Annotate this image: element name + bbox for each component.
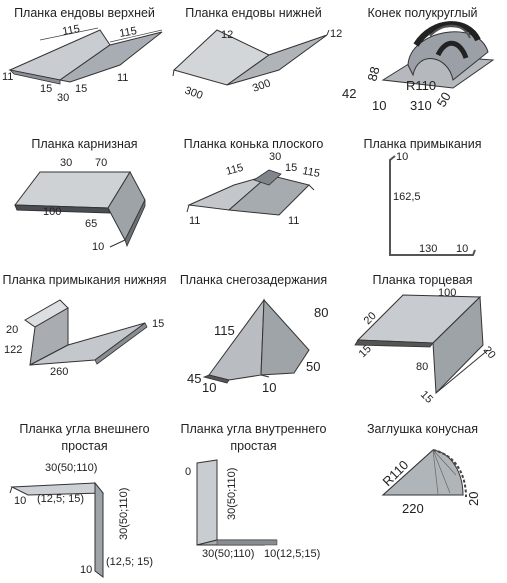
dim-label: 300 xyxy=(183,85,204,103)
panel-title: Планка ендовы нижней xyxy=(185,6,322,20)
dim-label: 30 xyxy=(57,92,69,104)
dim-label: 11 xyxy=(117,72,128,84)
dim-label: 12 xyxy=(221,29,233,41)
panel-title: Планка конька плоского xyxy=(183,137,324,151)
snow-guard-drawing: 115 80 45 10 10 50 xyxy=(187,298,328,395)
dim-label: 10 xyxy=(202,380,216,395)
panel-eave: Планка карнизная 30 70 100 65 10 xyxy=(0,130,169,265)
panel-abutment-lower: Планка примыкания нижняя 20 122 15 260 xyxy=(0,265,169,405)
panel-abutment: Планка примыкания 10 162,5 130 10 xyxy=(338,130,507,265)
panel-title: Планка ендовы верхней xyxy=(14,6,155,20)
panel-valley-lower: Планка ендовы нижней 12 12 300 300 xyxy=(169,0,342,130)
dim-label: 20 xyxy=(466,492,481,506)
dim-label: 15 xyxy=(418,389,435,406)
dim-label: (12,5; 15) xyxy=(37,493,84,505)
panel-title: Конек полукруглый xyxy=(367,6,478,20)
dim-label: 45 xyxy=(187,371,201,386)
dim-label: 115 xyxy=(301,165,320,180)
panel-title: Планка карнизная xyxy=(31,137,138,151)
valley-lower-drawing: 12 12 300 300 xyxy=(172,28,342,103)
panel-title-line-2: простая xyxy=(230,439,277,453)
inner-corner-drawing: 0 30(50;110) 30(50;110) 10(12,5;15) xyxy=(185,459,320,560)
dim-label: 12 xyxy=(330,28,342,40)
panel-outer-corner: Планка угла внешнего простая 30(50;110) … xyxy=(0,405,169,583)
dim-label: 130 xyxy=(419,243,437,255)
panel-title: Заглушка конусная xyxy=(367,422,478,436)
dim-label: 260 xyxy=(50,366,68,378)
dim-label: 30 xyxy=(269,151,281,163)
abutment-lower-drawing: 20 122 15 260 xyxy=(4,299,164,378)
dim-label: 10 xyxy=(396,151,408,163)
dim-label: 10 xyxy=(14,495,26,507)
dim-label: 300 xyxy=(251,77,272,95)
dim-label: 162,5 xyxy=(393,191,421,203)
dim-label: 30(50;110) xyxy=(118,488,130,540)
dim-label: 15 xyxy=(285,162,297,174)
dim-label: 10 xyxy=(456,243,468,255)
dim-label: 15 xyxy=(152,318,164,330)
gable-drawing: 100 20 15 80 20 15 xyxy=(354,287,498,406)
dim-label: 11 xyxy=(2,71,13,83)
panel-title: Планка примыкания xyxy=(363,137,482,151)
dim-label: 115 xyxy=(225,162,245,178)
panel-title: Планка примыкания нижняя xyxy=(2,273,167,287)
panel-cone-cap: Заглушка конусная R110 20 220 xyxy=(338,405,507,583)
ridge-round-drawing: 88 42 R110 10 310 50 xyxy=(342,21,495,113)
dim-label: 30(50;110) xyxy=(45,462,97,474)
dim-label: 15 xyxy=(40,83,52,95)
ridge-flat-drawing: 30 115 15 115 11 11 xyxy=(186,151,321,227)
dim-label: 100 xyxy=(438,287,456,299)
panel-title-line-1: Планка угла внешнего xyxy=(19,422,150,436)
dim-label: (12,5; 15) xyxy=(106,556,153,568)
dim-label: 50 xyxy=(434,89,454,109)
dim-label: 70 xyxy=(95,157,107,169)
panel-title: Планка снегозадержания xyxy=(179,273,328,287)
dim-label: 10 xyxy=(92,241,104,253)
panel-snow-guard: Планка снегозадержания 115 80 45 10 10 5… xyxy=(169,265,338,405)
outer-corner-drawing: 30(50;110) 10 (12,5; 15) 30(50;110) 10 (… xyxy=(9,462,153,578)
dim-label: 30(50;110) xyxy=(226,468,238,520)
dim-label: 0 xyxy=(185,466,191,478)
dim-label: 122 xyxy=(4,344,22,356)
dim-label: 30(50;110) xyxy=(202,548,254,560)
eave-drawing: 30 70 100 65 10 xyxy=(14,157,146,253)
dim-label: 80 xyxy=(314,305,328,320)
dim-label: 80 xyxy=(416,361,428,373)
dim-label: 65 xyxy=(85,218,97,230)
dim-label: 115 xyxy=(61,23,80,38)
dim-label: 20 xyxy=(481,344,498,361)
dim-label: 30 xyxy=(60,157,72,169)
dim-label: 100 xyxy=(43,206,61,218)
dim-label: 50 xyxy=(306,359,320,374)
dim-label: 115 xyxy=(214,323,235,338)
dim-label: 220 xyxy=(402,501,424,516)
dim-label: 20 xyxy=(6,324,18,336)
dim-label: R110 xyxy=(406,78,436,93)
dim-label: 10 xyxy=(372,98,386,113)
valley-upper-drawing: 115 115 11 15 30 15 11 xyxy=(2,23,163,104)
dim-label: 115 xyxy=(118,25,137,40)
dim-label: 42 xyxy=(342,86,356,101)
panel-ridge-round: Конек полукруглый 88 42 R110 10 310 50 xyxy=(338,0,507,130)
abutment-drawing: 10 162,5 130 10 xyxy=(389,151,476,256)
panel-gable: Планка торцевая 100 20 15 80 20 15 xyxy=(338,265,507,406)
cone-cap-drawing: R110 20 220 xyxy=(380,449,481,516)
dim-label: 15 xyxy=(75,83,87,95)
panel-valley-upper: Планка ендовы верхней 115 115 11 15 30 1… xyxy=(0,0,169,130)
dim-label: 88 xyxy=(364,65,382,83)
dim-label: 310 xyxy=(410,98,432,113)
dim-label: 10 xyxy=(262,380,276,395)
dim-label: 11 xyxy=(189,215,200,227)
panel-ridge-flat: Планка конька плоского 30 115 15 115 11 … xyxy=(169,130,338,265)
panel-title-line-1: Планка угла внутреннего xyxy=(180,422,327,436)
dim-label: 10(12,5;15) xyxy=(264,548,320,560)
dim-label: 10 xyxy=(80,564,92,576)
dim-label: 11 xyxy=(288,215,299,227)
panel-title-line-2: простая xyxy=(61,439,108,453)
panel-title: Планка торцевая xyxy=(372,273,473,287)
panel-inner-corner: Планка угла внутреннего простая 0 30(50;… xyxy=(169,405,338,583)
